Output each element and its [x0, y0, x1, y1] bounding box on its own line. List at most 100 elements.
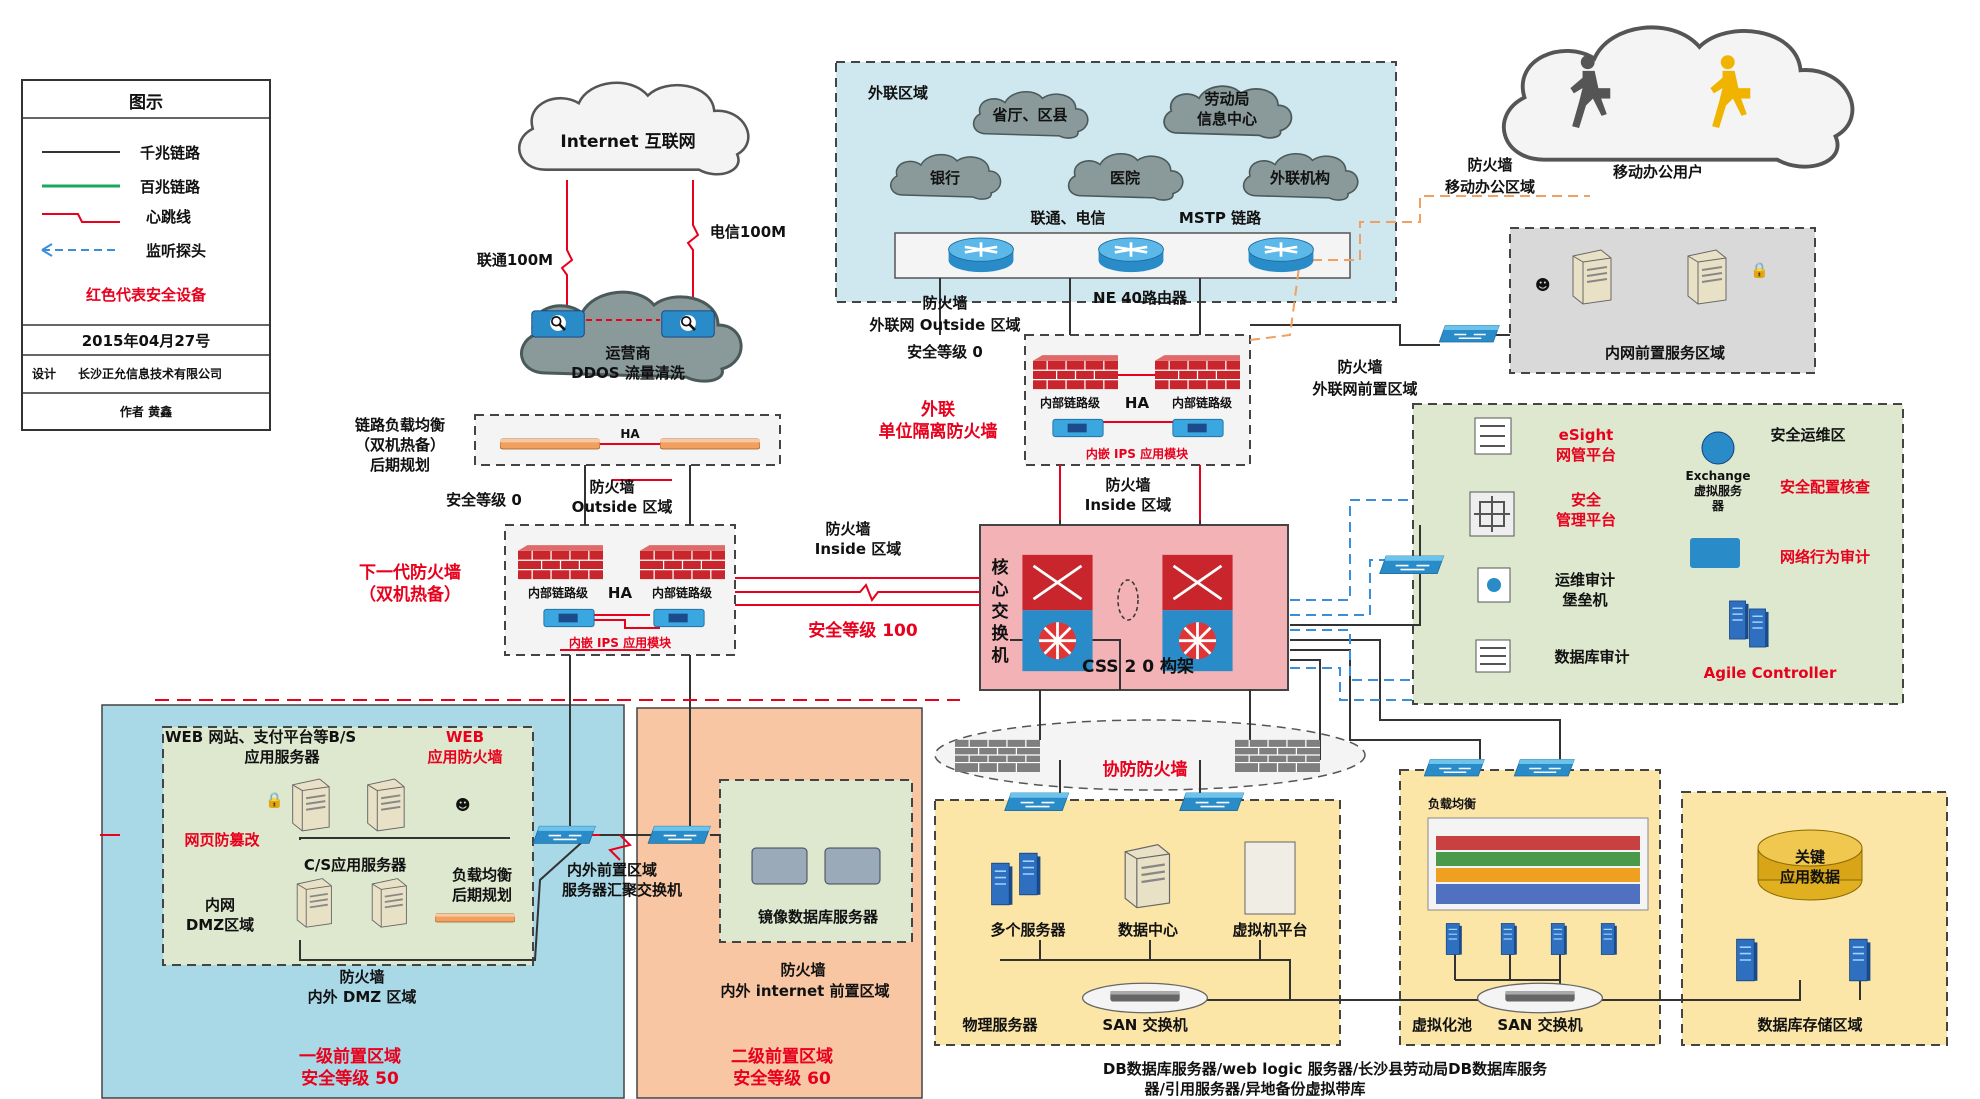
dmz-fw-1: 防火墙	[339, 968, 384, 986]
router-icon	[1097, 236, 1165, 274]
ips-module-icon	[543, 608, 595, 628]
front2-fw-1: 防火墙	[780, 961, 825, 979]
extnet-fw-ha: HA	[1125, 394, 1150, 412]
storage-key-1: 关键	[1795, 848, 1825, 866]
lock-icon: 🔒	[265, 791, 284, 809]
ddos-label-2: DDOS 流量清洗	[571, 364, 685, 382]
switch-icon	[1438, 324, 1501, 343]
router-icon	[1247, 236, 1315, 274]
virtual-label: 虚拟化池	[1412, 1016, 1472, 1034]
legend-author: 作者 黄鑫	[120, 404, 172, 419]
dmz-level-1: 一级前置区域	[299, 1046, 401, 1067]
extnet-fw-ips: 内嵌 IPS 应用模块	[1086, 446, 1189, 461]
exchange-icon	[1701, 431, 1735, 465]
legend-red-note: 红色代表安全设备	[86, 286, 207, 304]
link-unicom-label: 联通100M	[477, 251, 553, 269]
front2-level-2: 安全等级 60	[733, 1068, 831, 1089]
lb-label-2: （双机热备）	[355, 436, 445, 454]
ngfw-label-1: 下一代防火墙	[359, 562, 461, 583]
dmz-inner-box	[162, 726, 534, 966]
server-icon	[366, 778, 406, 832]
load-balancer-icon	[435, 913, 515, 923]
switch-icon	[1003, 792, 1070, 812]
mobile-cloud-icon	[1501, 25, 1855, 169]
internet-cloud-icon	[517, 80, 751, 177]
extnet-link: 联通、电信	[1030, 209, 1105, 227]
datacenter-icon	[1123, 843, 1172, 910]
outer-fw-label: 内部链路级	[528, 585, 588, 600]
probe-links	[1290, 499, 1413, 701]
security-guard-icon: ☻	[455, 796, 471, 814]
vm-platform-icon	[1244, 841, 1296, 915]
core-css-label: CSS 2 0 构架	[1082, 656, 1194, 677]
ops-db-audit: 数据库审计	[1554, 648, 1629, 666]
extnet-fw-inside-2: Inside 区域	[1085, 496, 1171, 514]
virtual-san: SAN 交换机	[1497, 1016, 1582, 1034]
front2-level-1: 二级前置区域	[731, 1046, 833, 1067]
ops-audit-net: 网络行为审计	[1780, 548, 1870, 566]
dmz-cs: C/S应用服务器	[304, 856, 407, 874]
outer-fw-inside-1: 防火墙	[825, 520, 870, 538]
legend-item-gigabit: 千兆链路	[140, 144, 201, 162]
ops-sec-2: 管理平台	[1556, 511, 1616, 529]
ops-sec-1: 安全	[1571, 491, 1602, 509]
switch-icon	[1513, 758, 1576, 777]
switch-icon	[1423, 758, 1486, 777]
server-tower-icon	[1445, 922, 1463, 956]
firewall-icon	[518, 545, 603, 580]
gigabit-links	[299, 278, 1861, 1001]
core-label-2: 心	[992, 580, 1009, 600]
physical-dc: 数据中心	[1118, 921, 1178, 939]
ngfw-label-2: （双机热备）	[359, 584, 461, 605]
load-balancer-icon	[660, 438, 760, 450]
firewall-icon	[640, 545, 725, 580]
internet-label: Internet 互联网	[560, 132, 695, 152]
link-telecom-label: 电信100M	[710, 223, 786, 241]
ddos-device-icon	[660, 309, 716, 339]
dmz-lb-2: 后期规划	[452, 886, 512, 904]
footer-line-1: DB数据库服务器/web logic 服务器/长沙县劳动局DB数据库服务	[1103, 1060, 1548, 1078]
extnet-zone-label: 外联区域	[867, 84, 928, 102]
server-icon	[291, 778, 331, 832]
ops-title: 安全运维区	[1770, 426, 1845, 444]
dmz-waf-1: WEB	[446, 728, 484, 746]
db-server-icon	[751, 847, 808, 885]
legend-item-probe: 监听探头	[146, 242, 206, 260]
legend-title: 图示	[129, 93, 163, 113]
outer-fw-inside-2: Inside 区域	[815, 540, 901, 558]
mobile-orange-dash	[1249, 195, 1590, 341]
intranet-front-label: 内网前置服务区域	[1605, 344, 1725, 362]
physical-vm: 虚拟机平台	[1232, 921, 1307, 939]
physical-label: 物理服务器	[962, 1016, 1038, 1034]
ips-module-icon	[1052, 418, 1104, 438]
outer-fw-level: 安全等级 0	[446, 491, 522, 509]
outer-fw-zone-2: Outside 区域	[572, 498, 673, 516]
core-switch-icon	[1161, 553, 1234, 673]
switch-icon	[532, 825, 597, 845]
cofw-ellipse	[934, 719, 1366, 791]
extnet-cloud-hospital: 医院	[1110, 169, 1140, 187]
core-label-1: 核	[992, 557, 1009, 578]
server-icon	[296, 877, 333, 929]
dmz-lb-1: 负载均衡	[452, 866, 512, 884]
extnet-fw-label: 内部链路级	[1172, 395, 1232, 410]
legend-date: 2015年04月27号	[82, 332, 211, 350]
san-switch-icon	[1476, 982, 1604, 1014]
intranet-front-zone	[1509, 227, 1816, 374]
ops-config: 安全配置核查	[1780, 478, 1871, 496]
router-icon	[947, 236, 1015, 274]
dmz-web-1: WEB 网站、支付平台等B/S	[165, 728, 356, 746]
front2-fw-2: 内外 internet 前置区域	[720, 982, 889, 1000]
mobile-fw-1: 防火墙	[1467, 156, 1512, 174]
dmz-agg-2: 服务器汇聚交换机	[562, 881, 682, 899]
extnet-fw-level: 安全等级 0	[907, 343, 983, 361]
extnet-cloud-province: 省厅、区县	[991, 106, 1067, 124]
storage-tower-icon	[1735, 938, 1759, 982]
switch-icon	[1378, 555, 1445, 575]
outer-fw-ips: 内嵌 IPS 应用模块	[569, 635, 672, 650]
ddos-label-1: 运营商	[605, 344, 650, 362]
legend-company: 长沙正允信息技术有限公司	[78, 366, 222, 381]
server-tower-icon	[1018, 852, 1042, 896]
server-icon	[371, 877, 408, 929]
